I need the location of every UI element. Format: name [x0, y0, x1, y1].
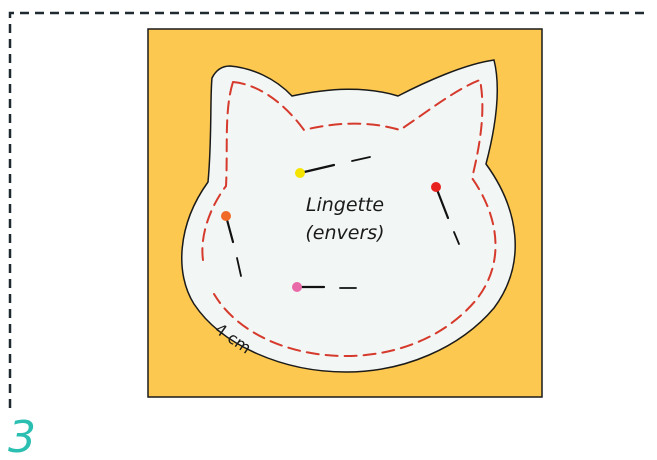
- pin-head-red: [431, 182, 441, 192]
- fabric-label-line1: Lingette: [306, 194, 384, 216]
- step-number: 3: [8, 412, 36, 460]
- fabric-label-line2: (envers): [305, 222, 384, 244]
- pin-head-pink: [292, 282, 302, 292]
- pin-head-yellow: [295, 168, 305, 178]
- pin-head-orange: [221, 211, 231, 221]
